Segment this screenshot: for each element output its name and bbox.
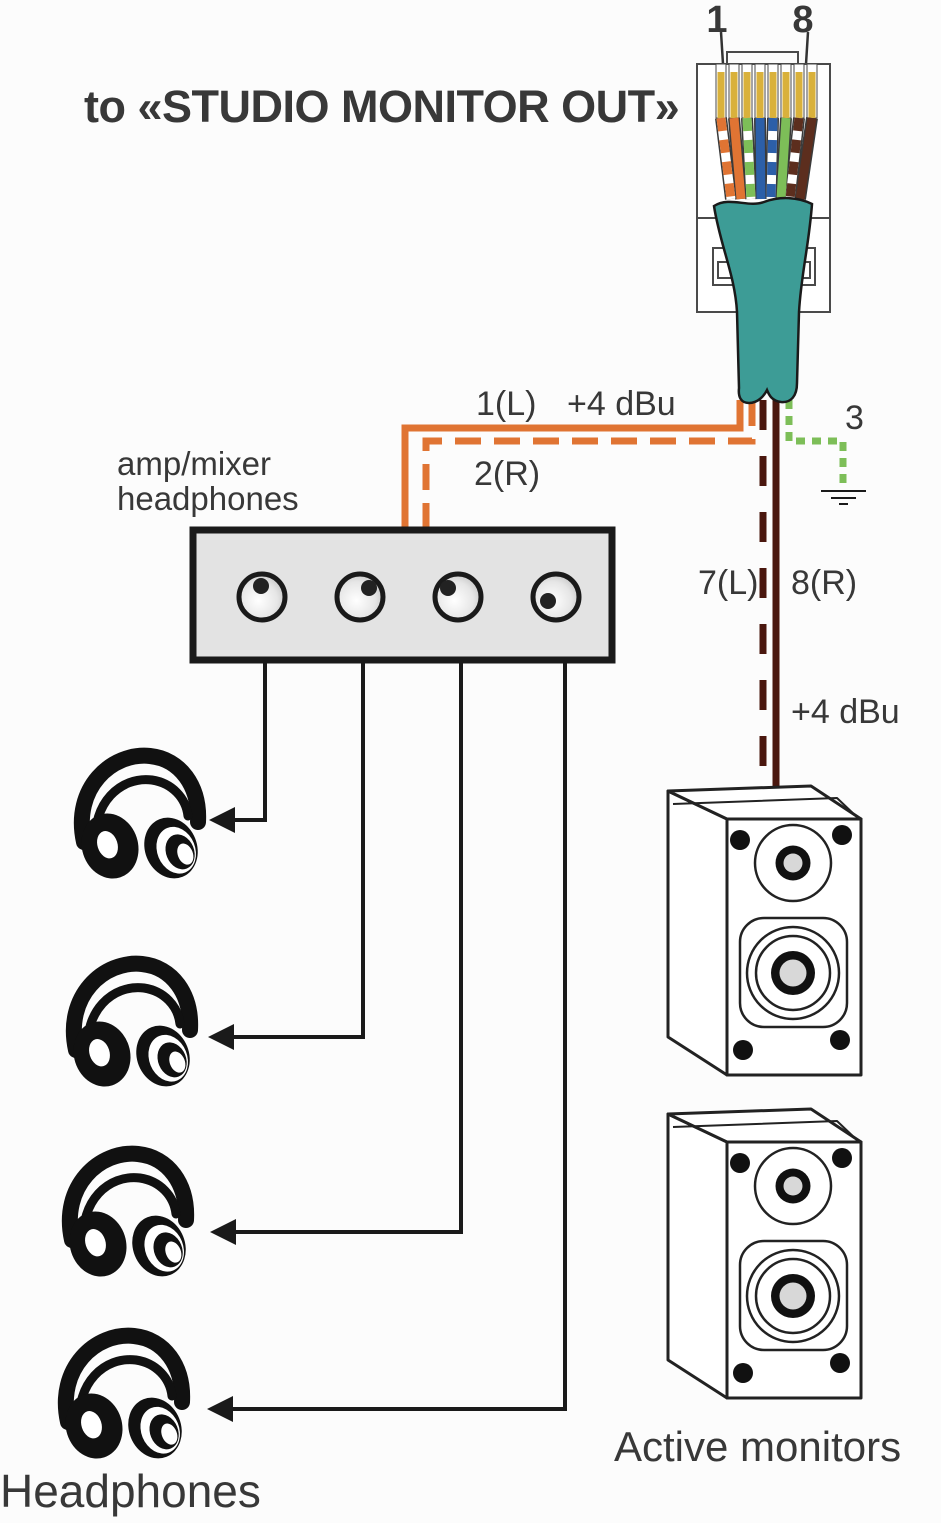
rj45-latch-bracket bbox=[726, 51, 799, 64]
knob-4 bbox=[530, 571, 582, 623]
amp-label-line1: amp/mixer bbox=[117, 445, 272, 482]
knob-1 bbox=[236, 571, 288, 623]
ground-pin-label: 3 bbox=[845, 399, 864, 437]
speaker-icon-2 bbox=[666, 1107, 863, 1400]
amp-label-line2: headphones bbox=[117, 480, 299, 517]
output-line-3 bbox=[234, 663, 463, 1234]
output-line-1 bbox=[233, 663, 267, 822]
headphone-icon-1 bbox=[73, 756, 207, 887]
amp-mixer-box bbox=[189, 526, 616, 664]
signal-level-top-label: +4 dBu bbox=[567, 385, 676, 423]
rj45-pins bbox=[715, 63, 818, 119]
arrowhead-4 bbox=[207, 1396, 233, 1422]
knob-2 bbox=[334, 571, 386, 623]
signal-wires bbox=[401, 400, 866, 786]
monitors-caption: Active monitors bbox=[614, 1423, 902, 1470]
arrowhead-1 bbox=[209, 807, 235, 833]
wire-7-monitor-left-label: 7(L) bbox=[698, 564, 759, 602]
headphone-icon-2 bbox=[65, 964, 199, 1095]
rj45-pin8-label: 8 bbox=[792, 0, 814, 41]
wire-2-right-label: 2(R) bbox=[474, 455, 541, 493]
wire-1-left bbox=[401, 400, 744, 531]
wire-1-left-label: 1(L) bbox=[476, 385, 537, 423]
knob-3 bbox=[432, 571, 484, 623]
arrowhead-3 bbox=[210, 1219, 236, 1245]
signal-level-bottom-label: +4 dBu bbox=[791, 693, 900, 731]
pin8-pointer-line bbox=[804, 31, 810, 65]
speaker-icon-1 bbox=[666, 784, 863, 1077]
headphones-caption: Headphones bbox=[0, 1465, 261, 1517]
rj45-pin1-label: 1 bbox=[706, 0, 728, 41]
headphone-icon-3 bbox=[61, 1154, 195, 1285]
output-line-2 bbox=[232, 663, 365, 1039]
wire-2-right bbox=[422, 400, 756, 531]
headphone-icon-4 bbox=[57, 1336, 191, 1467]
rj45-wires bbox=[715, 117, 818, 200]
ground-icon bbox=[821, 490, 866, 505]
arrowhead-2 bbox=[208, 1024, 234, 1050]
page-title: to «STUDIO MONITOR OUT» bbox=[84, 81, 680, 132]
headphone-output-lines bbox=[207, 663, 567, 1422]
pin1-pointer-line bbox=[719, 31, 725, 65]
wire-3-ground bbox=[785, 400, 847, 489]
output-line-4 bbox=[231, 663, 567, 1411]
wire-8-monitor-right-label: 8(R) bbox=[791, 564, 858, 602]
cable-boot bbox=[712, 196, 814, 405]
rj45-connector-icon bbox=[696, 31, 831, 405]
